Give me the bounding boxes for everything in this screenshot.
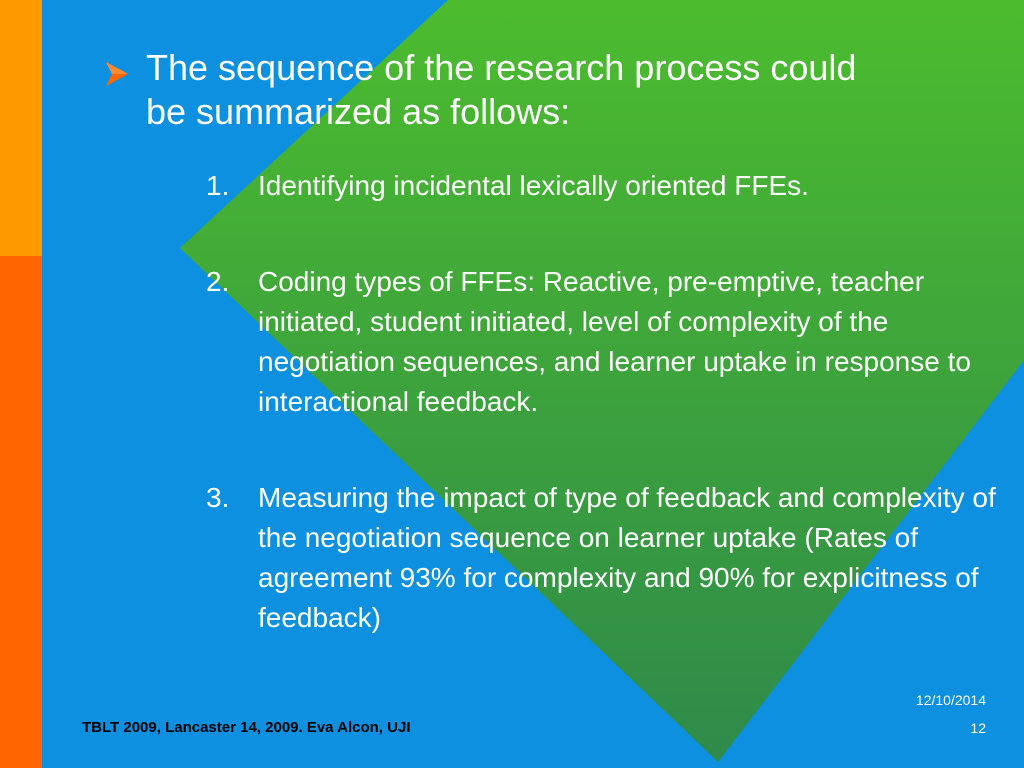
list-item: 2. Coding types of FFEs: Reactive, pre-e…	[206, 262, 1018, 422]
list-item: 1. Identifying incidental lexically orie…	[206, 166, 1018, 206]
arrowhead-bullet-icon	[106, 62, 128, 86]
step-text: Coding types of FFEs: Reactive, pre-empt…	[258, 266, 971, 417]
step-number: 3.	[206, 482, 230, 513]
list-item: 3. Measuring the impact of type of feedb…	[206, 478, 1018, 638]
step-text: Measuring the impact of type of feedback…	[258, 482, 996, 633]
page-number: 12	[970, 720, 986, 736]
step-number: 2.	[206, 266, 230, 297]
footer-caption: TBLT 2009, Lancaster 14, 2009. Eva Alcon…	[82, 719, 411, 736]
footer-date: 12/10/2014	[915, 692, 986, 708]
bullet-row: The sequence of the research process cou…	[100, 46, 900, 134]
slide-heading: The sequence of the research process cou…	[146, 47, 857, 132]
step-text: Identifying incidental lexically oriente…	[258, 170, 809, 201]
step-number: 1.	[206, 170, 230, 201]
orange-accent-bar-bottom	[0, 256, 42, 768]
orange-accent-bar-top	[0, 0, 42, 256]
process-steps-list: 1. Identifying incidental lexically orie…	[206, 166, 1018, 638]
